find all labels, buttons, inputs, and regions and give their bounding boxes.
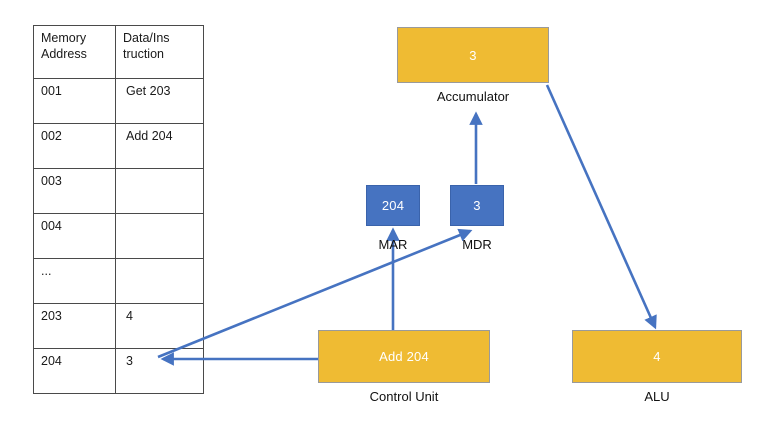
cell-address: 204	[33, 348, 116, 394]
cell-address: 001	[33, 78, 116, 124]
arrow-accumulator-to-alu	[545, 84, 657, 330]
table-row: 001 Get 203	[33, 78, 204, 124]
mar-label: MAR	[378, 237, 408, 252]
cell-address: 002	[33, 123, 116, 169]
mdr-label: MDR	[462, 237, 492, 252]
mar-box: 204	[366, 185, 420, 226]
table-row: 204 3	[33, 348, 204, 394]
header-data-instruction: Data/Ins truction	[115, 25, 204, 79]
header-memory-address-line1: Memory	[41, 31, 87, 45]
control-unit-box: Add 204	[318, 330, 490, 383]
cell-data	[115, 213, 204, 259]
cell-data: 3	[115, 348, 204, 394]
cell-address: 203	[33, 303, 116, 349]
table-row: ...	[33, 258, 204, 304]
header-data-instruction-line2: truction	[123, 46, 164, 61]
memory-table: Memory Address Data/Ins truction 001 Get…	[33, 25, 204, 394]
table-header-row: Memory Address Data/Ins truction	[33, 25, 204, 79]
table-row: 203 4	[33, 303, 204, 349]
mdr-value: 3	[473, 198, 481, 213]
control-unit-value: Add 204	[379, 349, 429, 364]
accumulator-value: 3	[469, 47, 477, 63]
cell-address: 003	[33, 168, 116, 214]
header-memory-address-line2: Address	[41, 46, 87, 61]
accumulator-label: Accumulator	[436, 89, 510, 104]
cell-data: 4	[115, 303, 204, 349]
cell-address: ...	[33, 258, 116, 304]
control-unit-label: Control Unit	[369, 389, 439, 404]
accumulator-box: 3	[397, 27, 549, 83]
header-data-instruction-line1: Data/Ins	[123, 31, 170, 45]
table-row: 002 Add 204	[33, 123, 204, 169]
mar-value: 204	[381, 198, 405, 213]
alu-box: 4	[572, 330, 742, 383]
cell-data: Add 204	[115, 123, 204, 169]
cell-data: Get 203	[115, 78, 204, 124]
header-memory-address: Memory Address	[33, 25, 116, 79]
alu-label: ALU	[644, 389, 670, 404]
cell-data	[115, 168, 204, 214]
cell-data	[115, 258, 204, 304]
mdr-box: 3	[450, 185, 504, 226]
table-row: 003	[33, 168, 204, 214]
table-row: 004	[33, 213, 204, 259]
cell-address: 004	[33, 213, 116, 259]
alu-value: 4	[653, 349, 661, 364]
